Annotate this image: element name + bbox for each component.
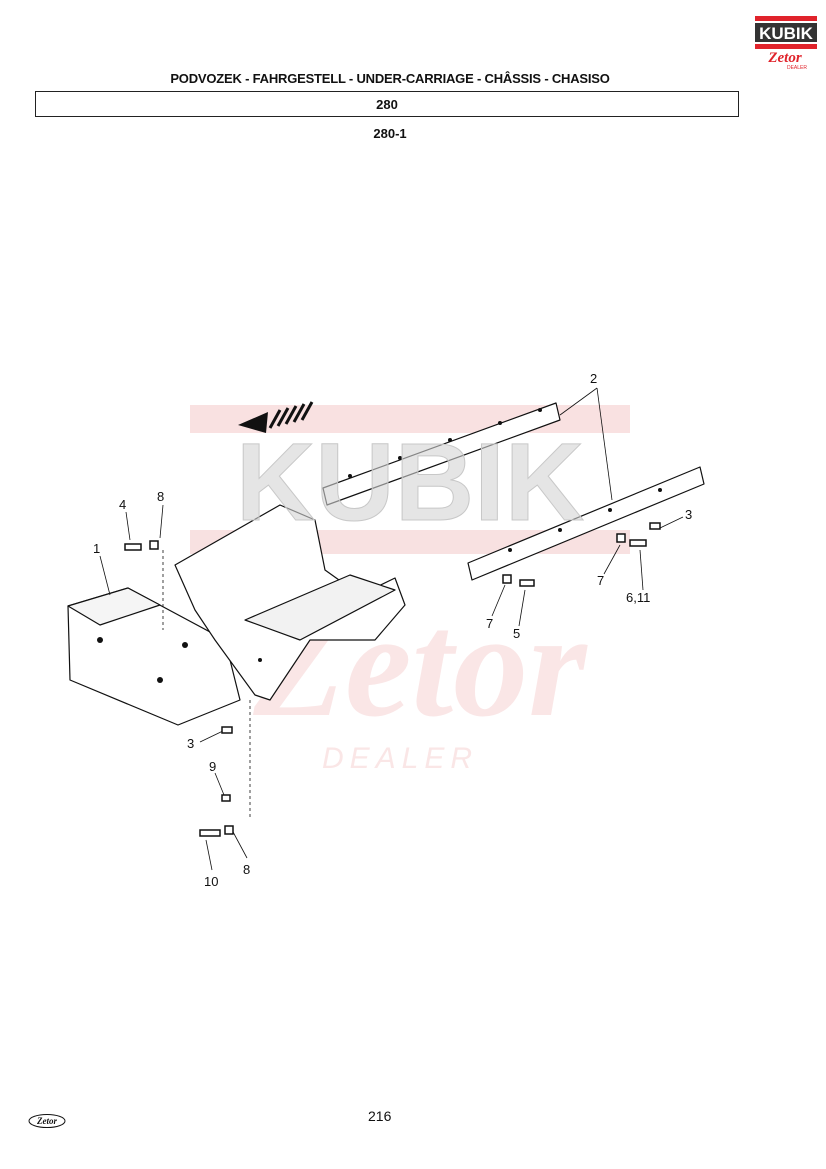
callout-6-11: 6,11 <box>626 590 651 605</box>
callout-7: 7 <box>486 616 494 631</box>
svg-text:Zetor: Zetor <box>36 1116 57 1126</box>
callout-10: 10 <box>204 874 219 889</box>
kubik-zetor-logo: KUBIK Zetor DEALER <box>753 14 819 71</box>
frame-strip-upper <box>322 402 561 506</box>
svg-text:KUBIK: KUBIK <box>759 24 814 43</box>
zetor-footer-logo: Zetor <box>28 1113 66 1129</box>
callout-5: 5 <box>513 626 521 641</box>
callout-3: 3 <box>187 736 195 751</box>
callout-4: 4 <box>119 497 127 512</box>
callout-8: 8 <box>243 862 251 877</box>
svg-text:Zetor: Zetor <box>767 50 801 66</box>
section-number: 280 <box>376 97 398 112</box>
callout-7: 7 <box>597 573 605 588</box>
callout-3: 3 <box>685 507 693 522</box>
svg-text:DEALER: DEALER <box>787 65 807 70</box>
section-box: 280 <box>35 91 739 117</box>
callout-1: 1 <box>93 541 101 556</box>
callout-9: 9 <box>209 759 217 774</box>
frame-strip-lower <box>467 466 705 581</box>
page-title: PODVOZEK - FAHRGESTELL - UNDER-CARRIAGE … <box>170 71 610 86</box>
subsection-number: 280-1 <box>373 126 407 141</box>
page-number: 216 <box>368 1108 392 1124</box>
direction-arrow-icon <box>238 401 314 433</box>
callout-2: 2 <box>590 371 598 386</box>
watermark-dealer: DEALER <box>322 742 478 775</box>
callout-8: 8 <box>157 489 165 504</box>
